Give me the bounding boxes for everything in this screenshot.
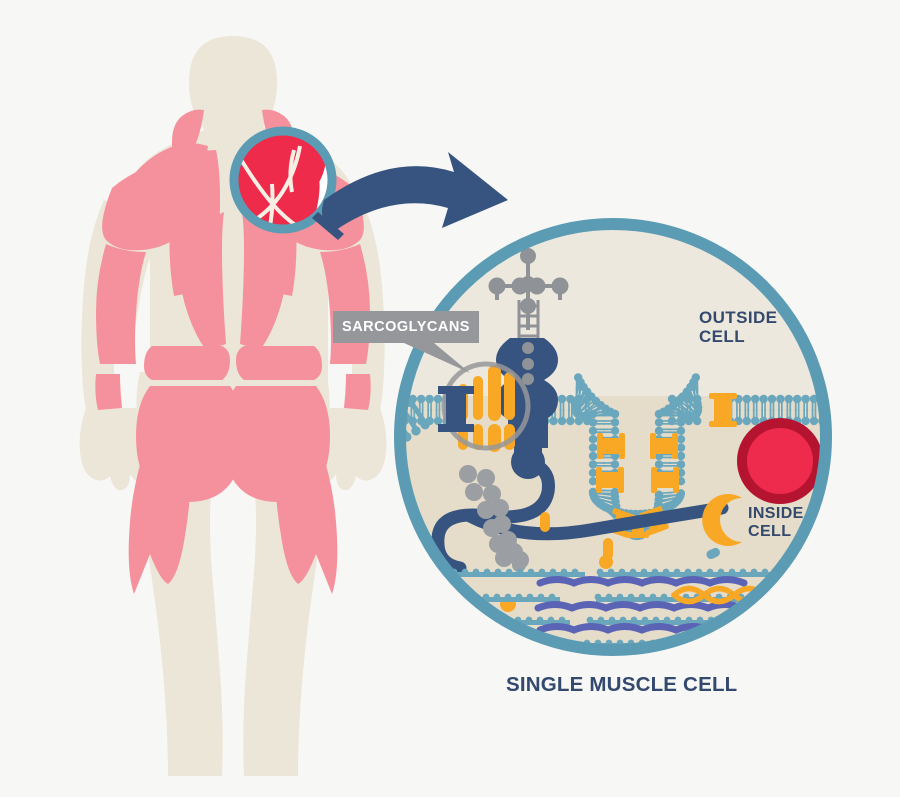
membrane-cap-protein	[438, 386, 474, 432]
cell-boundary-ring	[394, 218, 832, 656]
outside-cell-label: OUTSIDE CELL	[699, 308, 778, 347]
sarcoglycan-magnifier-ring	[441, 361, 531, 451]
sarcoglycans-callout[interactable]: SARCOGLYCANS	[333, 311, 479, 343]
glycan-chains	[488, 248, 569, 340]
single-muscle-cell-caption: SINGLE MUSCLE CELL	[506, 673, 738, 696]
magnifier-ring	[229, 126, 337, 234]
nucleus	[737, 418, 823, 504]
sarcoglycans-callout-label: SARCOGLYCANS	[342, 319, 470, 335]
inside-cell-label: INSIDE CELL	[748, 505, 804, 540]
crescent-organelle	[702, 494, 742, 546]
